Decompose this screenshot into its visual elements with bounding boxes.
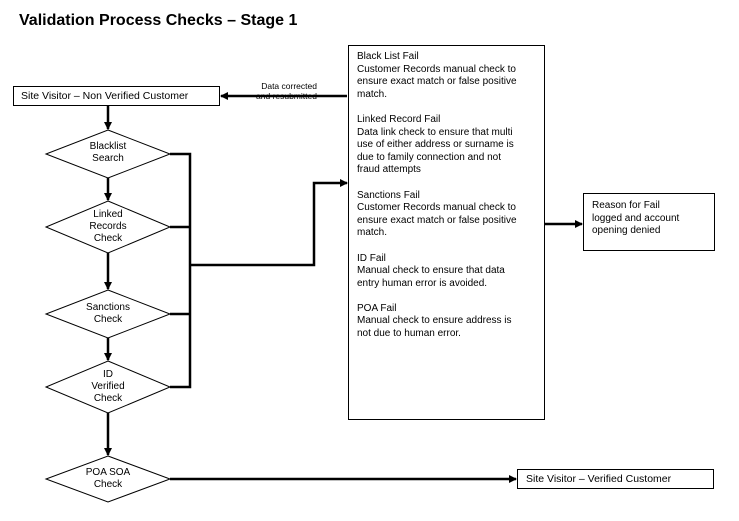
fail-line: Data link check to ensure that multi: [357, 126, 513, 138]
label-line: Verified: [91, 381, 125, 392]
feedback-note-line: and resubmitted: [256, 91, 317, 101]
page-title: Validation Process Checks – Stage 1: [19, 12, 298, 29]
fail-line: Manual check to ensure address is: [357, 315, 512, 327]
fail-line: Customer Records manual check to: [357, 202, 516, 214]
verified-customer-box: Site Visitor – Verified Customer: [517, 469, 714, 489]
fail-section-poa: POA Fail Manual check to ensure address …: [357, 303, 538, 341]
poa-label: POA SOA Check: [68, 467, 148, 491]
arrow-to-fail-box: [190, 179, 348, 267]
fail-section-id: ID Fail Manual check to ensure that data…: [357, 253, 538, 291]
fail-line: entry human error is avoided.: [357, 277, 488, 289]
fail-line: not due to human error.: [357, 328, 461, 340]
fail-collector-line: [170, 152, 192, 389]
label-line: Linked: [93, 209, 123, 220]
label-line: Sanctions: [86, 302, 130, 313]
poa-diamond: [44, 455, 172, 503]
fail-section-linked: Linked Record Fail Data link check to en…: [357, 114, 538, 177]
label-line: ID: [103, 369, 113, 380]
label-line: Blacklist: [89, 141, 127, 152]
fail-heading: POA Fail: [357, 302, 397, 314]
reason-line: Reason for Fail: [592, 200, 660, 211]
reason-line: opening denied: [592, 225, 661, 237]
fail-section-blacklist: Black List Fail Customer Records manual …: [357, 51, 538, 101]
label-line: Check: [93, 479, 123, 490]
linked-label: Linked Records Check: [68, 209, 148, 245]
fail-line: Customer Records manual check to: [357, 63, 516, 75]
fail-heading: Linked Record Fail: [357, 113, 441, 125]
fail-line: ensure exact match or false positive: [357, 76, 517, 88]
fail-heading: Black List Fail: [357, 51, 419, 62]
label-line: Records: [89, 221, 127, 232]
label-line: POA SOA: [85, 467, 131, 478]
fail-checks-box: Black List Fail Customer Records manual …: [348, 45, 545, 420]
non-verified-customer-box: Site Visitor – Non Verified Customer: [13, 86, 220, 106]
label-line: Search: [92, 153, 124, 164]
fail-line: fraud attempts: [357, 164, 421, 176]
feedback-note: Data corrected and resubmitted: [256, 81, 317, 101]
blacklist-label: Blacklist Search: [68, 141, 148, 165]
sanctions-label: Sanctions Check: [68, 302, 148, 326]
label-line: Check: [93, 233, 123, 244]
reason-line: logged and account: [592, 212, 680, 224]
fail-heading: ID Fail: [357, 252, 386, 264]
label-line: Check: [93, 393, 123, 404]
fail-line: match.: [357, 88, 388, 100]
feedback-note-line: Data corrected: [261, 81, 317, 91]
fail-line: Manual check to ensure that data: [357, 265, 505, 277]
fail-line: ensure exact match or false positive: [357, 214, 517, 226]
fail-line: use of either address or surname is: [357, 139, 514, 151]
id-label: ID Verified Check: [68, 369, 148, 405]
fail-heading: Sanctions Fail: [357, 189, 420, 201]
fail-section-sanctions: Sanctions Fail Customer Records manual c…: [357, 190, 538, 240]
reason-for-fail-box: Reason for Fail logged and account openi…: [583, 193, 715, 251]
label-line: Check: [93, 314, 123, 325]
fail-line: due to family connection and not: [357, 151, 501, 163]
fail-line: match.: [357, 227, 388, 239]
